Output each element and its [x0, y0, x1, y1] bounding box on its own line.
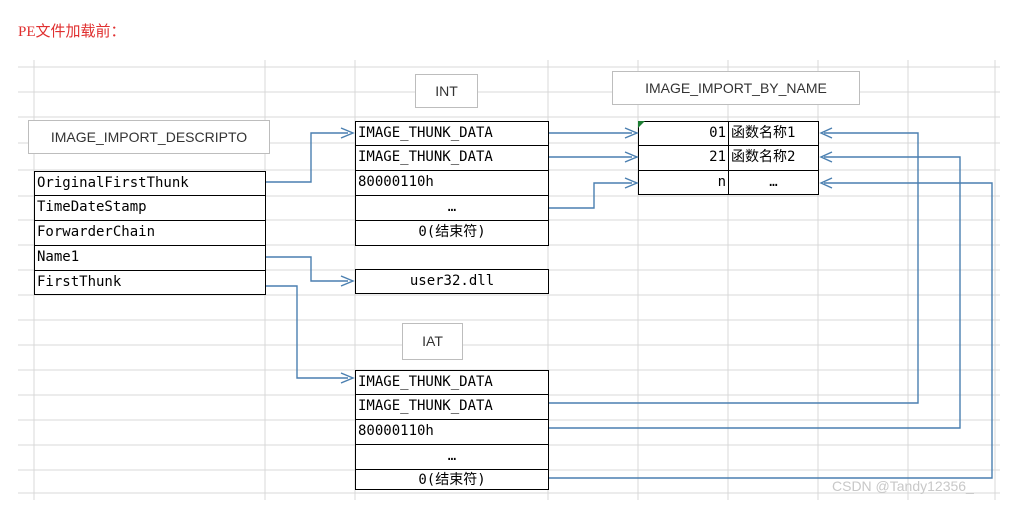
import-by-name-hint-2: 21 [638, 145, 729, 171]
int-row-thunk-2: IMAGE_THUNK_DATA [355, 145, 549, 171]
watermark: CSDN @Tandy12356_ [832, 478, 974, 494]
cell-comment-marker [638, 121, 645, 128]
iat-row-ordinal: 80000110h [355, 419, 549, 445]
arrow-int-ellipsis-to-n [549, 182, 632, 209]
import-by-name-name-2: 函数名称2 [728, 145, 819, 171]
descriptor-field-first-thunk: FirstThunk [34, 270, 266, 295]
iat-row-thunk-1: IMAGE_THUNK_DATA [355, 370, 549, 395]
descriptor-title: IMAGE_IMPORT_DESCRIPTO [28, 120, 270, 154]
arrow-iat-end-to-n [549, 182, 993, 479]
iat-row-ellipsis: … [355, 444, 549, 470]
descriptor-field-time-date-stamp: TimeDateStamp [34, 195, 266, 221]
int-row-ellipsis: … [355, 195, 549, 221]
iat-row-terminator: 0(结束符) [355, 469, 549, 490]
import-by-name-name-n: … [728, 170, 819, 195]
import-by-name-title: IMAGE_IMPORT_BY_NAME [612, 71, 860, 105]
arrow-iat2-to-name2 [549, 156, 961, 429]
arrow-iat1-to-name1 [549, 132, 919, 404]
iat-row-thunk-2: IMAGE_THUNK_DATA [355, 394, 549, 420]
int-title: INT [415, 74, 478, 108]
arrow-firstthunk-to-iat [266, 285, 348, 379]
arrow-name1-to-dll [266, 256, 348, 282]
iat-title: IAT [402, 323, 463, 360]
dll-name-cell: user32.dll [355, 269, 549, 294]
page-heading: PE文件加载前： [18, 24, 126, 40]
int-row-terminator: 0(结束符) [355, 220, 549, 246]
arrow-oft-to-int [266, 132, 348, 183]
int-row-ordinal: 80000110h [355, 170, 549, 196]
import-by-name-hint-n: n [638, 170, 729, 195]
descriptor-field-original-first-thunk: OriginalFirstThunk [34, 171, 266, 196]
